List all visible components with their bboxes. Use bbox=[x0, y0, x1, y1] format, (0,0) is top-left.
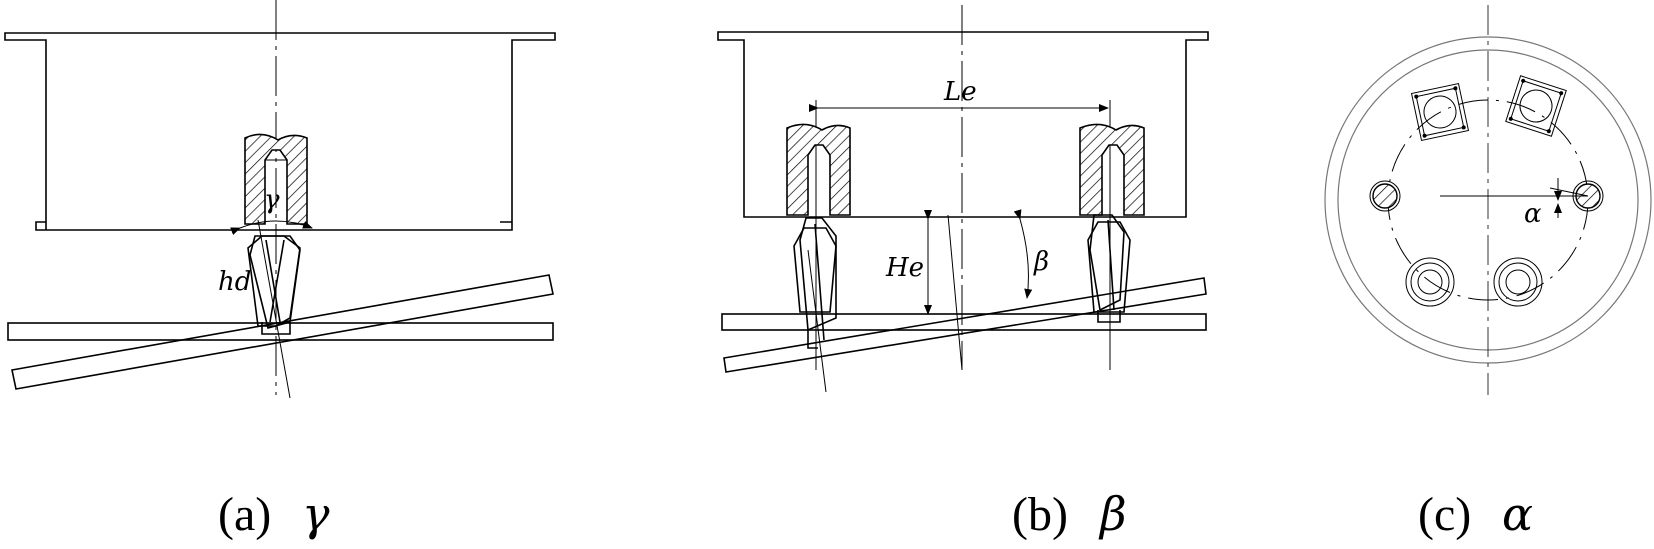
plate-tilted-a bbox=[11, 274, 554, 390]
square-block-right bbox=[1505, 75, 1567, 137]
pin-b-left bbox=[793, 217, 837, 349]
caption-c: (c) α bbox=[1418, 487, 1533, 541]
round-boss-right bbox=[1493, 257, 1543, 307]
sleeve-a bbox=[244, 133, 308, 225]
caption-a: (a) γ bbox=[218, 487, 330, 541]
pin-a bbox=[247, 235, 301, 335]
sleeve-b-left bbox=[786, 123, 851, 216]
beta-arc bbox=[1013, 209, 1033, 299]
round-boss-left bbox=[1405, 257, 1455, 307]
housing-b bbox=[717, 31, 1209, 218]
plate-flat-a bbox=[7, 322, 554, 341]
svg-text:β: β bbox=[1098, 487, 1127, 541]
svg-text:(b): (b) bbox=[1012, 488, 1068, 541]
plate-tilted-b bbox=[723, 277, 1207, 373]
hatched-pin-left bbox=[1369, 180, 1401, 212]
sleeve-b-right bbox=[1079, 123, 1145, 216]
housing-a bbox=[4, 32, 556, 231]
gamma-arc bbox=[230, 220, 313, 235]
svg-text:(c): (c) bbox=[1418, 488, 1471, 541]
panel-a: γ hd bbox=[4, 0, 556, 399]
plate-flat-b bbox=[721, 313, 1207, 331]
label-beta: β bbox=[1033, 247, 1049, 277]
tilted-axis-a bbox=[257, 219, 291, 399]
panel-b: Le He β bbox=[717, 5, 1209, 393]
label-gamma: γ bbox=[264, 185, 280, 215]
caption-b: (b) β bbox=[1012, 487, 1127, 541]
label-hd: hd bbox=[218, 267, 251, 297]
svg-text:(a): (a) bbox=[218, 488, 271, 541]
svg-text:α: α bbox=[1502, 487, 1533, 541]
label-alpha: α bbox=[1524, 199, 1542, 229]
pin-b-right bbox=[1087, 214, 1131, 323]
label-he: He bbox=[885, 253, 924, 283]
square-block-left bbox=[1410, 82, 1470, 142]
panel-c: α bbox=[1324, 5, 1652, 395]
svg-text:γ: γ bbox=[302, 487, 330, 541]
label-le: Le bbox=[943, 77, 977, 107]
